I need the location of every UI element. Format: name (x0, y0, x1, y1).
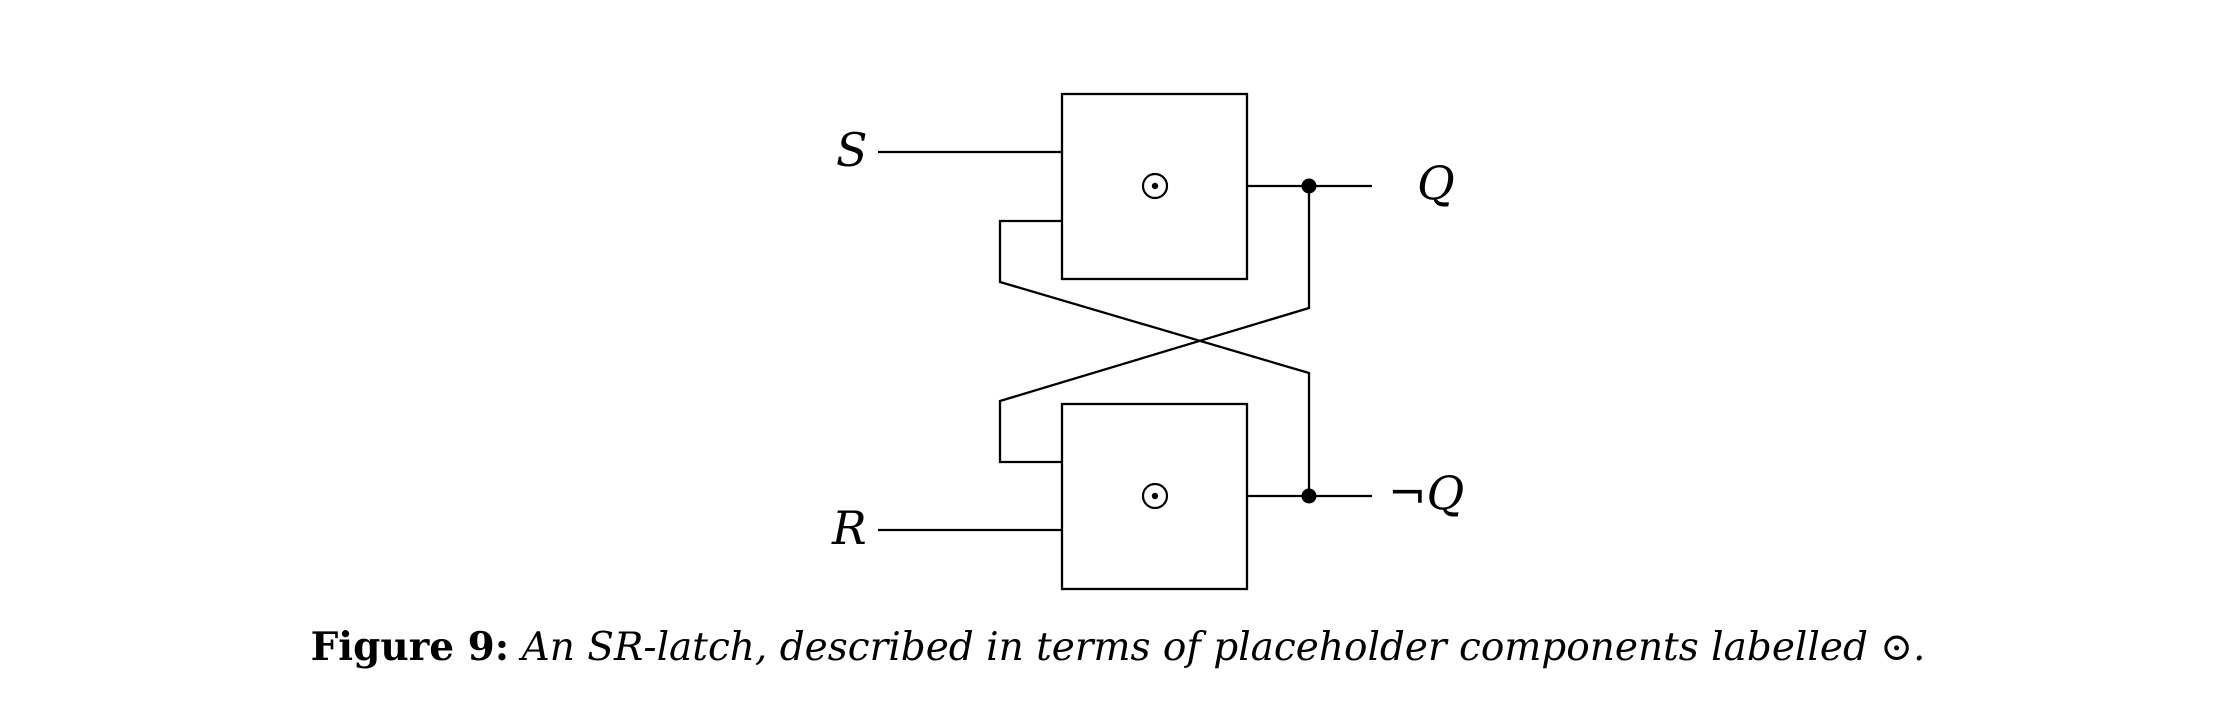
lower-gate-symbol (1141, 482, 1169, 510)
output-label-not-q: ¬Q (1388, 466, 1464, 520)
figure-caption: Figure 9: An SR-latch, described in term… (0, 624, 2236, 670)
figure-caption-label: Figure 9: (310, 624, 510, 670)
upper-gate (1060, 92, 1249, 281)
junction-dot-not-q (1301, 488, 1317, 504)
figure-caption-text: An SR-latch, described in terms of place… (521, 625, 1926, 670)
junction-dot-q (1301, 178, 1317, 194)
output-label-q: Q (1417, 156, 1455, 210)
upper-gate-symbol (1141, 172, 1169, 200)
feedback-wire-not-q-to-upper-gate (998, 219, 1311, 496)
input-label-r: R (831, 501, 867, 555)
feedback-wire-q-to-lower-gate (998, 186, 1311, 464)
input-label-s: S (836, 123, 868, 177)
